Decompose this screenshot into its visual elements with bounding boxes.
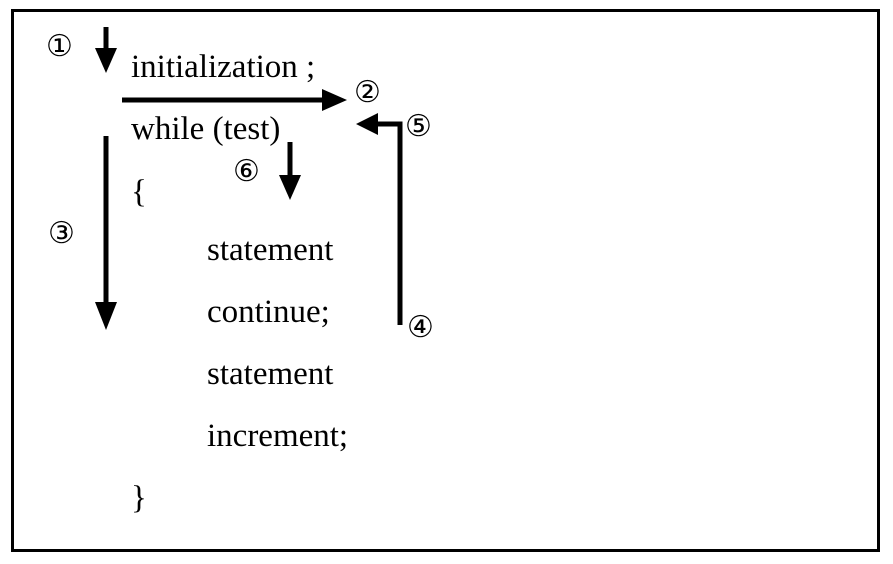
arrow-step-6-down: [279, 142, 301, 200]
step-3-marker: ③: [48, 216, 75, 251]
increment-line: increment;: [207, 418, 349, 454]
while-test-line: while (test): [131, 111, 281, 147]
arrow-step-1-down: [95, 27, 117, 73]
initialization-line: initialization ;: [131, 49, 316, 85]
step-1-marker: ①: [46, 29, 73, 64]
open-brace: {: [131, 174, 147, 210]
statement-line-1: statement: [207, 232, 334, 268]
arrow-step-2-right: [122, 89, 347, 111]
statement-line-2: statement: [207, 356, 334, 392]
close-brace: }: [131, 480, 147, 516]
step-2-marker: ②: [354, 75, 381, 110]
arrow-step-4-5-return: [356, 113, 403, 325]
diagram-frame: [11, 9, 880, 552]
step-4-marker: ④: [407, 310, 434, 345]
step-5-marker: ⑤: [405, 109, 432, 144]
step-6-marker: ⑥: [233, 154, 260, 189]
arrow-step-3-down: [95, 136, 117, 330]
continue-line: continue;: [207, 294, 330, 330]
